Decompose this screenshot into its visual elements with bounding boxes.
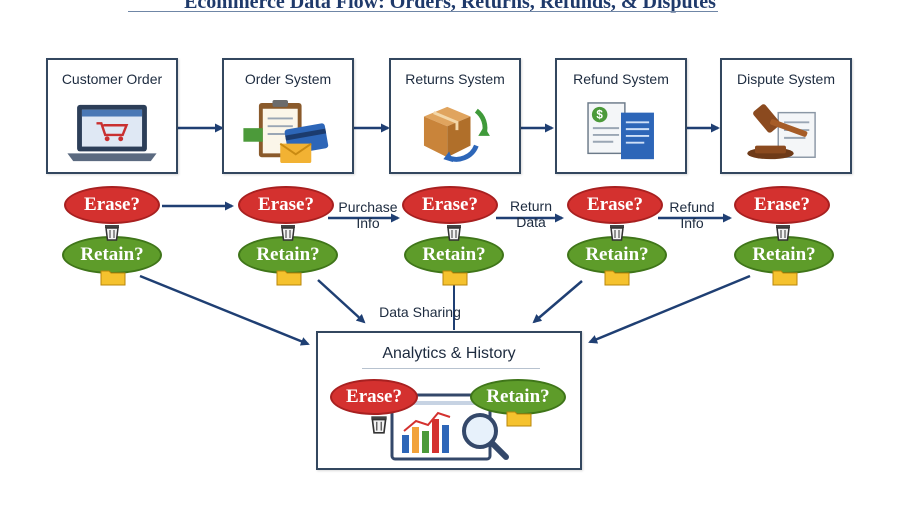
erase-decision-returns-system[interactable]: Erase? — [402, 186, 498, 224]
stage-box-order-system: Order System — [222, 58, 354, 174]
analytics-history-box: Analytics & History Erase? Retain? — [316, 331, 582, 470]
arrow-retain-1-to-analytics — [139, 274, 310, 346]
trash-icon — [281, 225, 295, 241]
stage-title: Dispute System — [736, 71, 836, 87]
analytics-title: Analytics & History — [382, 345, 516, 362]
erase-label: Erase? — [84, 194, 140, 215]
stage-box-dispute-system: Dispute System — [720, 58, 852, 174]
laptop-cart-icon — [67, 104, 157, 162]
flow-label-line: Refund — [669, 199, 715, 215]
erase-label: Erase? — [258, 194, 314, 215]
erase-label: Erase? — [587, 194, 643, 215]
flow-label-line: Info — [680, 215, 704, 231]
retain-label: Retain? — [422, 244, 486, 265]
flow-label-line: Purchase — [338, 199, 398, 215]
stage-title: Order System — [244, 71, 332, 87]
folder-icon — [442, 270, 468, 286]
analytics-title-underline — [362, 368, 540, 369]
diagram-title: Ecommerce Data Flow: Orders, Returns, Re… — [184, 0, 716, 13]
stage-title: Refund System — [573, 71, 669, 87]
erase-label: Erase? — [754, 194, 810, 215]
retain-label: Retain? — [486, 386, 550, 407]
arrow-retain-4-to-analytics — [532, 280, 583, 324]
trash-icon — [610, 225, 624, 241]
trash-icon — [105, 225, 119, 241]
retain-decision-customer-order[interactable]: Retain? — [62, 236, 162, 274]
title-underline — [128, 11, 718, 12]
trash-icon — [371, 416, 387, 434]
erase-label: Erase? — [422, 194, 478, 215]
erase-decision-order-system[interactable]: Erase? — [238, 186, 334, 224]
folder-icon — [276, 270, 302, 286]
refund-document-icon: $ — [587, 102, 654, 160]
retain-label: Retain? — [752, 244, 816, 265]
folder-icon — [604, 270, 630, 286]
svg-text:$: $ — [596, 108, 603, 121]
erase-decision-refund-system[interactable]: Erase? — [567, 186, 663, 224]
erase-label: Erase? — [346, 386, 402, 407]
erase-decision-dispute-system[interactable]: Erase? — [734, 186, 830, 224]
clipboard-card-icon — [243, 100, 329, 164]
arrow-retain-5-to-analytics — [588, 274, 751, 344]
retain-label: Retain? — [256, 244, 320, 265]
stage-box-customer-order: Customer Order — [46, 58, 178, 174]
analytics-erase-decision[interactable]: Erase? — [330, 379, 418, 415]
flow-label-line: Data — [516, 214, 546, 230]
folder-icon — [506, 411, 532, 427]
flow-label-return-data: Return Data — [501, 198, 561, 230]
trash-icon — [776, 225, 790, 241]
stage-box-returns-system: Returns System — [389, 58, 521, 174]
package-return-icon — [423, 106, 490, 163]
flow-label-refund-info: Refund Info — [664, 199, 720, 231]
stage-title: Customer Order — [61, 71, 163, 87]
retain-decision-order-system[interactable]: Retain? — [238, 236, 338, 274]
retain-label: Retain? — [80, 244, 144, 265]
erase-decision-customer-order[interactable]: Erase? — [64, 186, 160, 224]
stage-box-refund-system: Refund System $ — [555, 58, 687, 174]
bar-chart-magnifier-icon — [390, 393, 509, 461]
retain-decision-refund-system[interactable]: Retain? — [567, 236, 667, 274]
arrow-retain-2-to-analytics — [317, 279, 366, 324]
retain-decision-dispute-system[interactable]: Retain? — [734, 236, 834, 274]
retain-label: Retain? — [585, 244, 649, 265]
stage-title: Returns System — [405, 71, 505, 87]
flow-label-line: Return — [509, 198, 553, 214]
flow-label-purchase-info: Purchase Info — [338, 199, 398, 231]
folder-icon — [772, 270, 798, 286]
flow-label-data-sharing: Data Sharing — [379, 304, 461, 320]
retain-decision-returns-system[interactable]: Retain? — [404, 236, 504, 274]
flow-label-line: Info — [356, 215, 380, 231]
gavel-icon — [747, 104, 816, 160]
folder-icon — [100, 270, 126, 286]
trash-icon — [447, 225, 461, 241]
